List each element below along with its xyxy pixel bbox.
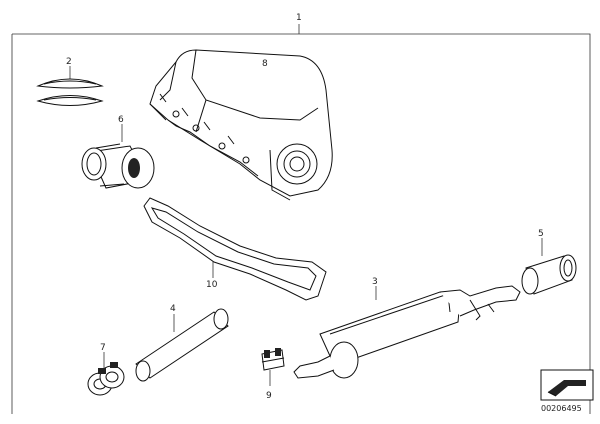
callout-6: 6 [118, 115, 124, 125]
part-8-intake-manifold [149, 49, 333, 201]
callout-4: 4 [170, 304, 176, 314]
part-9-clamp [261, 348, 285, 386]
catalog-symbol-box [540, 369, 594, 401]
callout-9: 9 [266, 391, 272, 401]
assembly-frame [11, 24, 591, 414]
part-3-silencer [293, 285, 521, 379]
document-number: 00206495 [541, 404, 582, 413]
callout-3: 3 [372, 277, 378, 287]
callout-7: 7 [100, 343, 106, 353]
part-10-gasket [143, 197, 327, 301]
part-6-filter-element [81, 124, 155, 189]
part-7-clamp-set [87, 352, 125, 396]
callout-8: 8 [262, 59, 268, 69]
part-4-hose [135, 308, 229, 382]
callout-2: 2 [66, 57, 72, 67]
callout-5: 5 [538, 229, 544, 239]
part-5-tail-sleeve [521, 238, 577, 295]
callout-1: 1 [296, 13, 302, 23]
callout-10: 10 [206, 280, 218, 290]
part-2-seal-set [36, 66, 104, 106]
